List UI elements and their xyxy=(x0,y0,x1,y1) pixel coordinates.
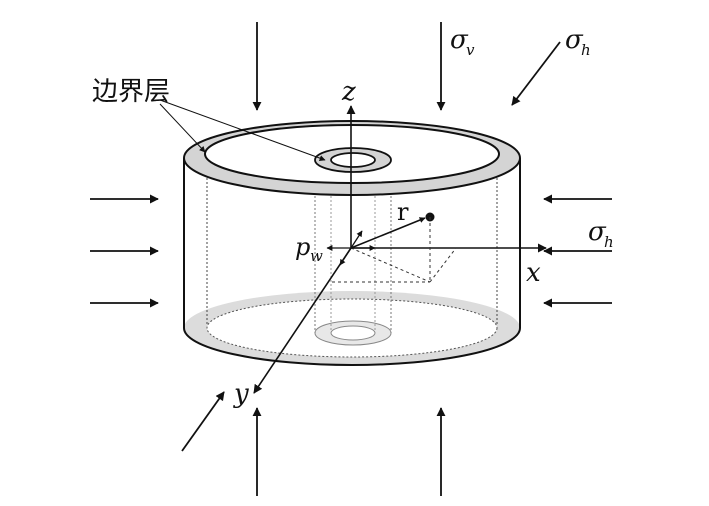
svg-text:σ: σ xyxy=(450,25,469,55)
svg-text:p: p xyxy=(295,233,310,261)
x-axis-label: x xyxy=(526,258,541,288)
y-axis xyxy=(253,247,352,394)
sigma-h-right-label: σ h xyxy=(588,217,614,251)
sigma-h-diagonal-bottom-arrow xyxy=(181,391,225,452)
svg-text:w: w xyxy=(310,247,323,265)
r-vector-label: r xyxy=(397,198,409,226)
svg-text:v: v xyxy=(466,41,475,59)
y-axis-label: y xyxy=(233,379,249,409)
pw-arrows xyxy=(326,230,376,266)
svg-text:h: h xyxy=(581,41,591,59)
z-axis-label: z xyxy=(341,77,356,107)
pw-label: p w xyxy=(295,233,323,265)
svg-text:h: h xyxy=(604,233,614,251)
sigma-v-label: σ v xyxy=(450,25,475,59)
outer-cylinder xyxy=(183,158,521,366)
boundary-layer-label: 边界层 xyxy=(92,77,170,107)
inner-boundary-dotted-lines xyxy=(206,158,498,326)
svg-text:σ: σ xyxy=(565,25,584,55)
svg-text:σ: σ xyxy=(588,217,607,247)
coordinate-axes xyxy=(253,105,547,394)
stress-arrows xyxy=(90,22,612,496)
r-vector xyxy=(350,217,426,249)
boundary-layer-leaders xyxy=(159,99,326,161)
wellbore-top xyxy=(314,147,392,173)
sigma-h-diagonal-top-arrow xyxy=(511,41,561,106)
r-vector-group xyxy=(332,212,457,283)
sigma-h-top-label: σ h xyxy=(565,25,591,59)
